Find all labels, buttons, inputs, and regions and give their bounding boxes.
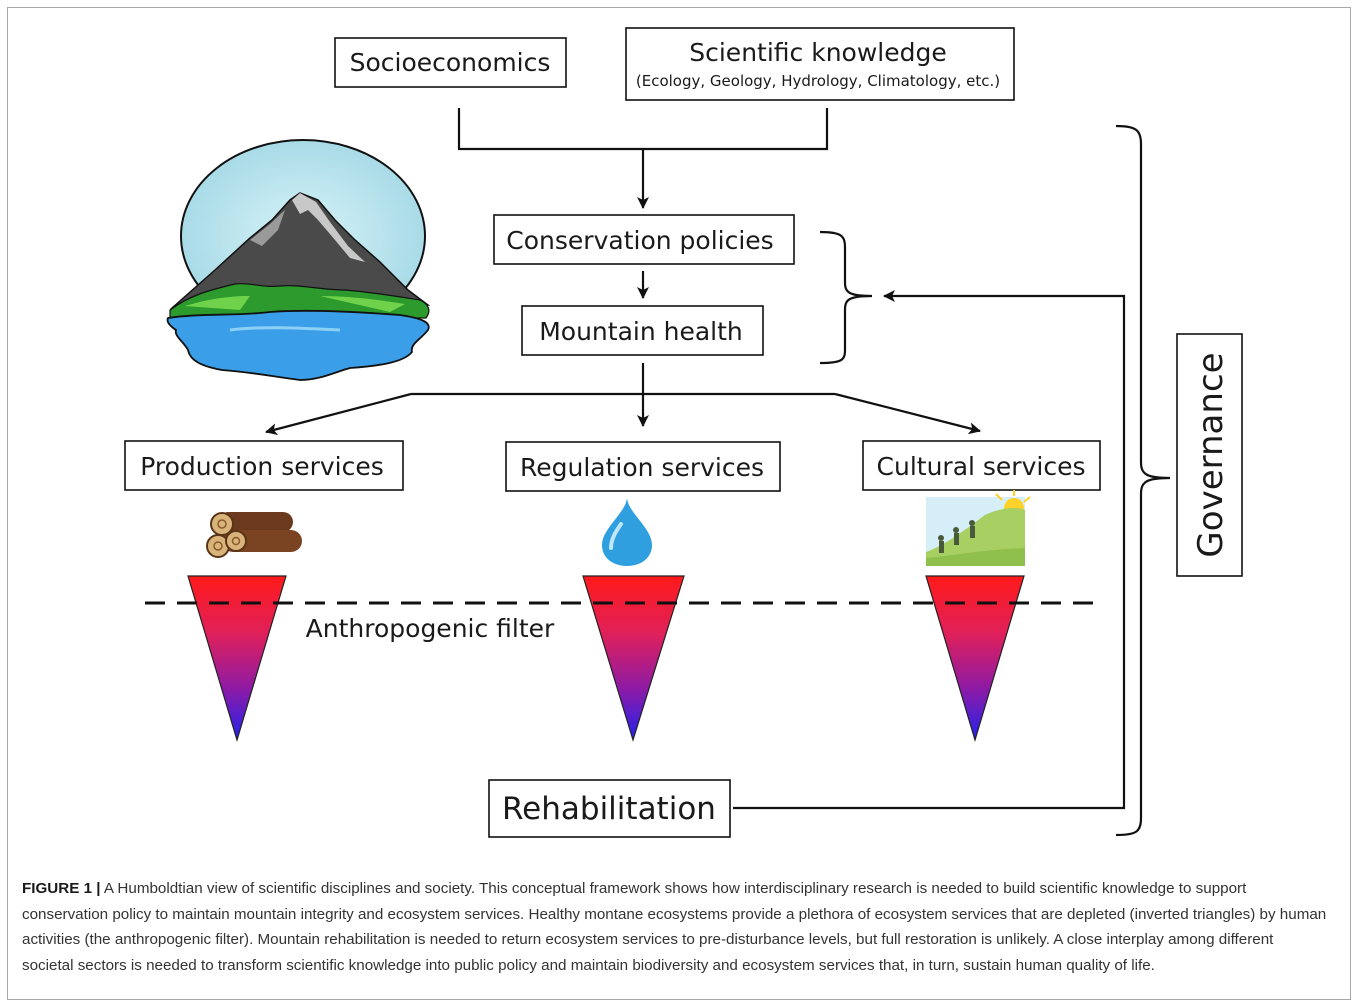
conservation-policies-label: Conservation policies (506, 226, 773, 255)
production-services-label: Production services (140, 452, 384, 481)
governance-label: Governance (1191, 352, 1231, 557)
cultural-services-box: Cultural services (862, 440, 1101, 491)
anthropogenic-filter-label: Anthropogenic filter (306, 614, 555, 643)
hikers-icon (926, 490, 1031, 566)
caption-text: A Humboldtian view of scientific discipl… (22, 880, 1327, 975)
socioeconomics-label: Socioeconomics (350, 48, 551, 77)
production-services-box: Production services (124, 440, 404, 491)
scientific-knowledge-box: Scientific knowledge (Ecology, Geology, … (625, 27, 1015, 101)
socioeconomics-box: Socioeconomics (334, 37, 567, 88)
mountain-health-box: Mountain health (521, 305, 764, 356)
figure-caption: FIGURE 1 | A Humboldtian view of scienti… (22, 876, 1327, 979)
cultural-depletion-triangle (925, 575, 1025, 743)
regulation-services-label: Regulation services (520, 453, 764, 482)
governance-bracket (1115, 124, 1171, 837)
production-depletion-triangle (187, 575, 287, 743)
water-drop-icon (602, 497, 652, 566)
caption-label: FIGURE 1 | (22, 880, 101, 897)
merge-connector (457, 108, 829, 209)
feedback-arrow (733, 290, 1126, 810)
rehabilitation-box: Rehabilitation (488, 779, 731, 838)
regulation-services-box: Regulation services (505, 441, 781, 492)
regulation-depletion-triangle (582, 575, 685, 743)
rehabilitation-label: Rehabilitation (502, 791, 716, 827)
scientific-knowledge-label: Scientific knowledge (689, 38, 946, 67)
scientific-knowledge-sublabel: (Ecology, Geology, Hydrology, Climatolog… (636, 72, 1000, 90)
cultural-services-label: Cultural services (877, 452, 1086, 481)
services-fork (265, 363, 981, 436)
health-bracket (819, 230, 873, 365)
mountain-lake-icon (166, 139, 431, 381)
governance-box: Governance (1176, 333, 1243, 577)
logs-icon (206, 512, 302, 558)
framework-diagram: Socioeconomics Scientific knowledge (Eco… (124, 27, 1243, 838)
figure-frame (7, 7, 1351, 1000)
conservation-policies-box: Conservation policies (493, 214, 795, 265)
mountain-health-label: Mountain health (539, 317, 743, 346)
